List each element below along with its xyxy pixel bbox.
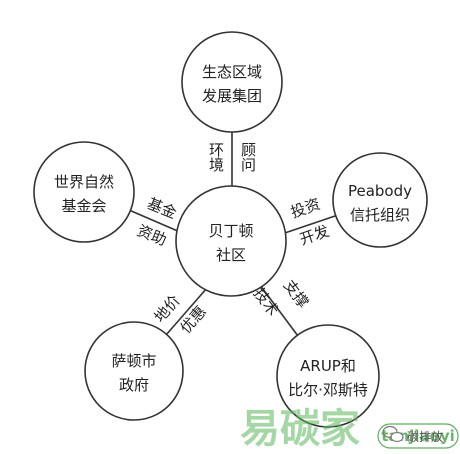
node-circle-peabody	[332, 152, 428, 248]
node-label-wwf-line1: 世界自然	[54, 173, 114, 191]
node-label-sutton-line2: 政府	[119, 376, 149, 394]
node-circle-arup	[276, 324, 380, 428]
edge-line-arup	[259, 284, 299, 337]
edge-label-ecology: 环境 顾问	[207, 142, 257, 173]
node-circle-wwf	[33, 141, 135, 243]
node-label-ecology-line2: 发展集团	[202, 87, 262, 105]
edge-label-peabody-top: 投资	[288, 195, 322, 222]
edge-label-arup-right: 支撑	[280, 277, 312, 312]
center-label-line1: 贝丁顿	[208, 222, 253, 240]
edge-label-ecology-left: 环境	[207, 142, 225, 173]
node-label-arup-line2: 比尔·邓斯特	[288, 381, 368, 399]
watermark: 易碳家 tanjiaoyi 碳排放	[240, 406, 459, 452]
node-label-wwf-line2: 基金会	[61, 197, 106, 215]
center-circle	[175, 185, 287, 297]
node-circle-ecology	[181, 31, 283, 133]
node-label-arup-line1: ARUP和	[300, 357, 356, 375]
node-label-sutton-line1: 萨顿市	[111, 352, 156, 370]
watermark-account-text: 碳排放	[407, 429, 443, 444]
wechat-icon	[382, 425, 404, 443]
node-label-peabody-line2: 信托组织	[350, 206, 410, 224]
edge-label-peabody-bottom: 开发	[297, 222, 331, 249]
center-label-line2: 社区	[216, 246, 246, 264]
edge-line-sutton	[165, 287, 208, 336]
node-label-ecology-line1: 生态区域	[202, 63, 262, 81]
edge-label-ecology-right: 顾问	[239, 142, 257, 173]
node-label-peabody-line1: Peabody	[348, 182, 412, 200]
watermark-logo-text: 易碳家	[240, 406, 360, 452]
node-circle-sutton	[84, 321, 184, 421]
edge-label-sutton-right: 优惠	[177, 302, 210, 336]
edge-line-wwf	[128, 209, 181, 233]
